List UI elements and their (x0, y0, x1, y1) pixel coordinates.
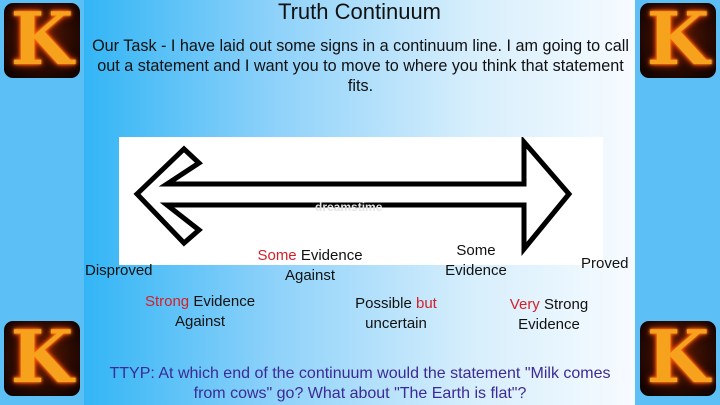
ttyp-prompt: TTYP: At which end of the continuum woul… (109, 365, 611, 402)
fire-k-logo-icon: K (4, 3, 80, 78)
label-proved: Proved (581, 255, 629, 272)
label-some-evidence: Some Evidence (445, 242, 507, 279)
label-possible-but-uncertain: Possible but uncertain (355, 295, 437, 332)
slide-title: Truth Continuum (277, 0, 442, 24)
label-very-strong-evidence: Very Strong Evidence (509, 296, 589, 333)
label-disproved: Disproved (85, 262, 153, 279)
double-arrow-icon (133, 137, 573, 257)
watermark: dreamstime (315, 200, 383, 214)
fire-k-logo-icon: K (4, 321, 80, 396)
task-description: Our Task - I have laid out some signs in… (92, 37, 629, 95)
label-some-evidence-against: Some Evidence Against (257, 247, 363, 284)
continuum-arrow-image: dreamstime (119, 137, 603, 265)
fire-k-logo-icon: K (640, 3, 716, 78)
fire-k-logo-icon: K (640, 321, 716, 396)
label-strong-evidence-against: Strong Evidence Against (144, 293, 256, 330)
